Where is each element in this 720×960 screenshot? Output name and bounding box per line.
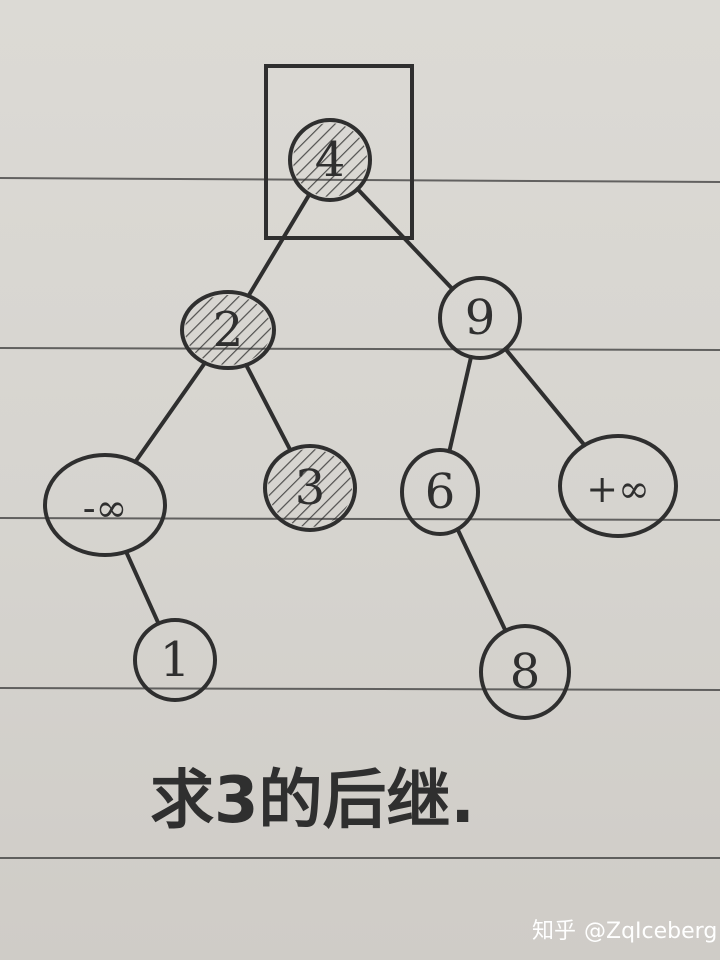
tree-edge-n9-n6 (447, 354, 474, 454)
node-circle (558, 434, 678, 538)
node-label: 6 (425, 464, 456, 520)
tree-node-n4: 4 (264, 64, 414, 240)
tree-edge-n6-n8 (455, 527, 508, 633)
node-hatching (268, 449, 352, 527)
node-circle (43, 453, 167, 557)
watermark-user: @ZqIceberg (584, 919, 717, 944)
tree-node-npos: +∞ (558, 434, 678, 538)
node-circle (133, 618, 217, 702)
node-circle (400, 448, 480, 536)
node-label: 9 (465, 290, 496, 346)
node-circle (288, 118, 372, 202)
tree-node-n8: 8 (479, 624, 571, 720)
tree-nodes: 4 2 9 -∞ 3 6 +∞ 1 8 (43, 64, 678, 720)
node-circle (479, 624, 571, 720)
tree-edges (124, 187, 587, 633)
node-label: 8 (510, 644, 541, 700)
node-label: 4 (315, 132, 346, 188)
tree-edge-nneg-n1 (124, 549, 161, 626)
tree-edge-n4-n2 (246, 192, 312, 298)
watermark: 知乎 @ZqIceberg (532, 919, 717, 944)
tree-edge-n9-npos (503, 346, 587, 448)
node-hatching (293, 123, 367, 197)
tree-node-n9: 9 (438, 276, 522, 360)
node-circle (180, 290, 276, 370)
node-label: +∞ (586, 467, 650, 511)
node-hatching (185, 295, 271, 365)
watermark-site: 知乎 (532, 919, 576, 944)
node-label: -∞ (83, 486, 128, 530)
tree-node-n2: 2 (180, 290, 276, 370)
node-circle (438, 276, 522, 360)
highlight-box (264, 64, 414, 240)
node-circle (263, 444, 357, 532)
tree-node-n1: 1 (133, 618, 217, 702)
node-label: 3 (295, 460, 326, 516)
node-label: 2 (213, 302, 244, 358)
tree-node-n6: 6 (400, 448, 480, 536)
tree-edge-n2-n3 (244, 362, 293, 453)
node-label: 1 (160, 632, 191, 688)
tree-node-nneg: -∞ (43, 453, 167, 557)
caption: 求3的后继. (150, 764, 475, 838)
tree-edge-n2-nneg (133, 360, 207, 464)
tree-node-n3: 3 (263, 444, 357, 532)
